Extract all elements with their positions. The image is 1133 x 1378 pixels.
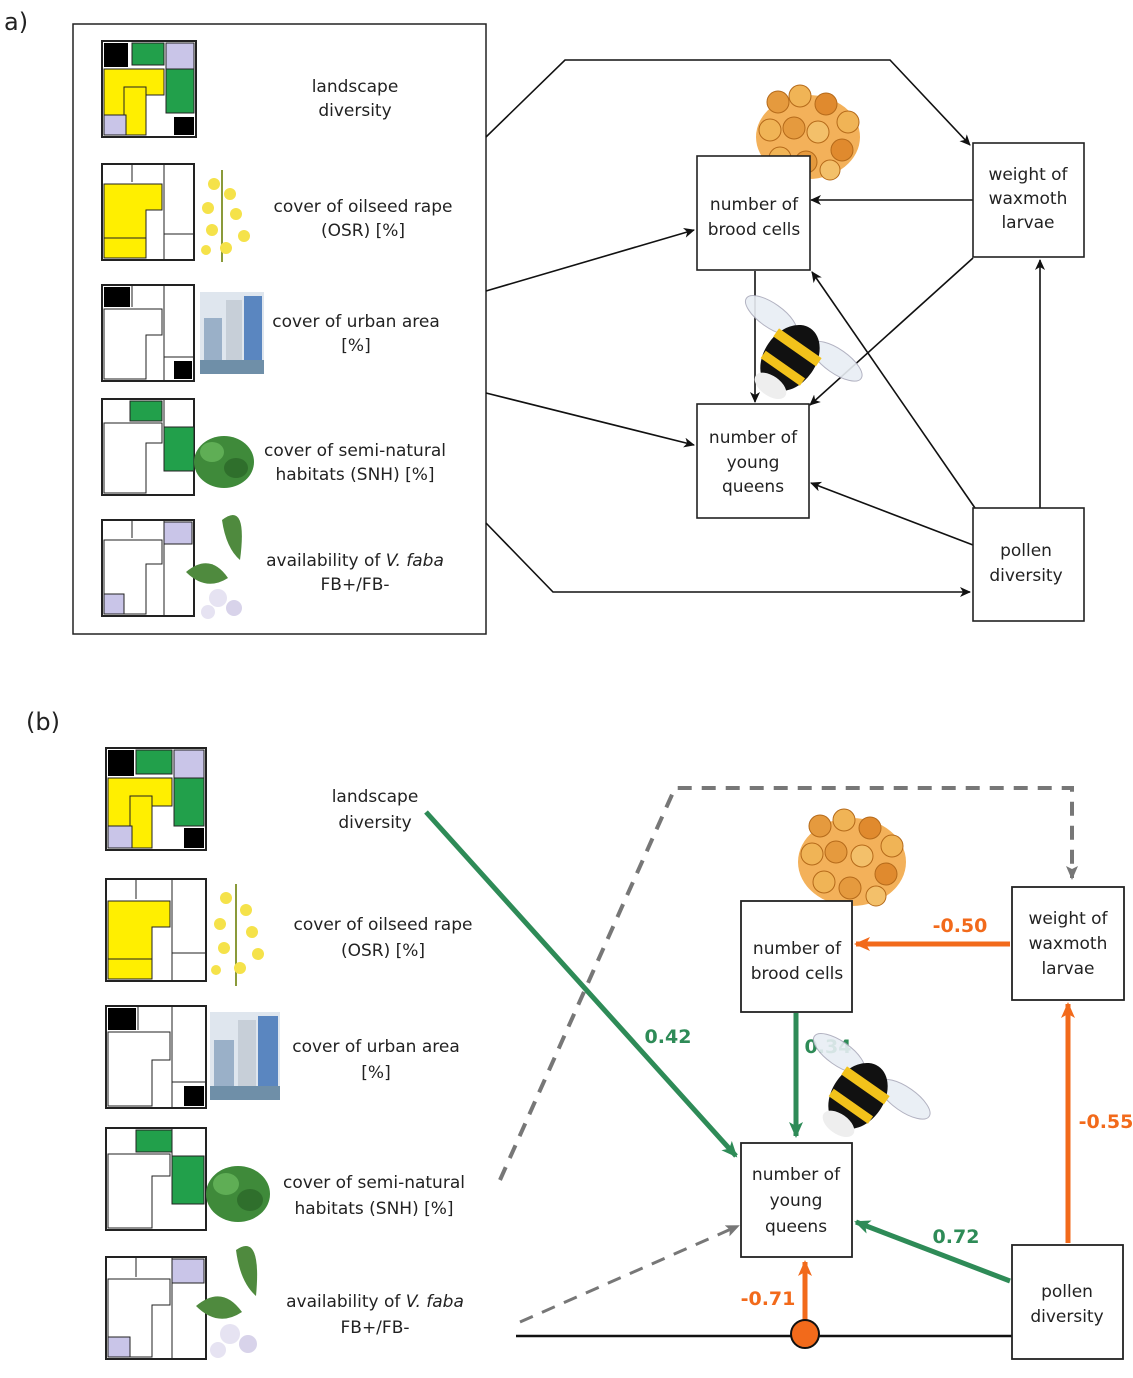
- landscape-box-a: [72, 23, 487, 635]
- faba-junction-dot: [790, 1319, 820, 1349]
- hedge-icon-b: [206, 1166, 270, 1222]
- arrow-landscape-to-waxmoth: [485, 59, 971, 146]
- osr-map-icon: [101, 163, 195, 261]
- faba-plant-icon-b: [196, 1246, 258, 1358]
- node-queens-b: [740, 1142, 853, 1258]
- landscape-label-a-3a: cover of urban area: [272, 312, 440, 332]
- arrow-landscape-to-brood: [485, 228, 695, 292]
- landscape-label-a-3b: [%]: [341, 336, 370, 356]
- panel-a-label: a): [4, 8, 28, 36]
- urban-buildings-icon: [200, 292, 264, 374]
- osr-map-icon-b: [105, 878, 207, 982]
- arrow-landscape-to-queens: [485, 392, 695, 448]
- urban-map-icon-b: [105, 1005, 207, 1109]
- node-pollen-b: [1011, 1244, 1124, 1360]
- landscape-label-b-4b: habitats (SNH) [%]: [294, 1199, 453, 1219]
- arrow-landscape-to-pollen: [485, 522, 971, 597]
- landscape-label-b-1b: diversity: [338, 813, 411, 833]
- landscape-label-b-1a: landscape: [332, 787, 419, 807]
- landscape-label-a-1b: diversity: [318, 101, 391, 121]
- urban-buildings-icon-b: [210, 1012, 280, 1100]
- panel-b-nonsig-paths: [498, 786, 1078, 1324]
- arrow-pollen-to-brood: [811, 271, 976, 509]
- node-queens-b-l2: young: [770, 1191, 823, 1211]
- bumblebee-icon-b: [812, 1033, 931, 1138]
- coef-landscape-queens: 0.42: [645, 1026, 692, 1048]
- dashed-faba-to-queens: [519, 1224, 740, 1324]
- landscape-label-b-5b: FB+/FB-: [341, 1318, 410, 1338]
- landscape-label-a-5b: FB+/FB-: [321, 575, 390, 595]
- landscape-label-b-4a: cover of semi-natural: [283, 1173, 465, 1193]
- node-brood-a-l2: brood cells: [708, 220, 801, 240]
- landscape-label-b-2b: (OSR) [%]: [341, 941, 425, 961]
- landscape-label-b-5a: availability of V. faba: [286, 1292, 464, 1312]
- bumblebee-icon-a: [744, 295, 863, 400]
- path-pollen-to-queens: [854, 1219, 1011, 1284]
- node-queens-a-l3: queens: [722, 477, 784, 497]
- landscape-label-a-4a: cover of semi-natural: [264, 441, 446, 461]
- coef-pollen-queens: 0.72: [933, 1226, 980, 1248]
- node-waxmoth-a-l2: waxmoth: [989, 189, 1068, 209]
- panel-b-sig-paths: [424, 810, 1075, 1322]
- urban-map-icon: [101, 284, 195, 382]
- faba-map-icon-b: [105, 1256, 207, 1360]
- dashed-path-to-waxmoth: [498, 786, 1078, 1181]
- rapeseed-flower-icon-b: [211, 884, 264, 986]
- node-brood-a-l1: number of: [710, 195, 799, 215]
- node-waxmoth-b-l3: larvae: [1041, 959, 1094, 979]
- path-landscape-to-queens: [424, 810, 738, 1158]
- node-queens-b-l3: queens: [765, 1217, 827, 1237]
- node-waxmoth-b-l1: weight of: [1028, 909, 1108, 929]
- node-waxmoth-a-l1: weight of: [988, 165, 1068, 185]
- coef-waxmoth-brood: -0.50: [933, 915, 988, 937]
- arrow-waxmoth-to-queens: [809, 257, 974, 406]
- rapeseed-flower-icon: [201, 170, 250, 262]
- node-queens-b-l1: number of: [752, 1165, 841, 1185]
- node-pollen-b-l2: diversity: [1030, 1307, 1103, 1327]
- landscape-diversity-icon-b: [105, 747, 207, 851]
- snh-map-icon-b: [105, 1127, 207, 1231]
- node-pollen-b-l1: pollen: [1041, 1282, 1093, 1302]
- node-pollen-a: [972, 507, 1085, 622]
- node-brood-b-l2: brood cells: [751, 964, 844, 984]
- panel-a-arrows: [485, 59, 1045, 597]
- landscape-diversity-icon: [101, 40, 197, 138]
- panel-b-label: (b): [26, 708, 60, 736]
- node-brood-b: [740, 900, 853, 1013]
- landscape-label-b-3a: cover of urban area: [292, 1037, 460, 1057]
- node-pollen-a-l1: pollen: [1000, 541, 1052, 561]
- faba-plant-icon: [186, 515, 242, 619]
- coef-pollen-waxmoth: -0.55: [1079, 1111, 1133, 1133]
- landscape-label-b-2a: cover of oilseed rape: [294, 915, 473, 935]
- faba-map-icon: [101, 519, 195, 617]
- node-brood-a: [696, 155, 811, 271]
- node-waxmoth-a: [972, 142, 1085, 258]
- snh-map-icon: [101, 398, 195, 496]
- hedge-icon: [194, 436, 254, 488]
- node-brood-b-l1: number of: [753, 939, 842, 959]
- node-waxmoth-b: [1011, 886, 1125, 1001]
- landscape-label-b-3b: [%]: [361, 1063, 390, 1083]
- landscape-label-a-2b: (OSR) [%]: [321, 221, 405, 241]
- node-waxmoth-a-l3: larvae: [1001, 213, 1054, 233]
- node-pollen-a-l2: diversity: [989, 566, 1062, 586]
- arrow-pollen-to-queens: [810, 481, 974, 546]
- landscape-label-a-1a: landscape: [312, 77, 399, 97]
- node-queens-a: [696, 403, 810, 519]
- landscape-label-a-2a: cover of oilseed rape: [274, 197, 453, 217]
- brood-comb-icon-b: [798, 808, 906, 907]
- node-queens-a-l1: number of: [709, 428, 798, 448]
- node-waxmoth-b-l2: waxmoth: [1029, 934, 1108, 954]
- coef-faba-queens: -0.71: [741, 1288, 796, 1310]
- landscape-label-a-4b: habitats (SNH) [%]: [275, 465, 434, 485]
- landscape-label-a-5a: availability of V. faba: [266, 551, 444, 571]
- node-queens-a-l2: young: [727, 453, 780, 473]
